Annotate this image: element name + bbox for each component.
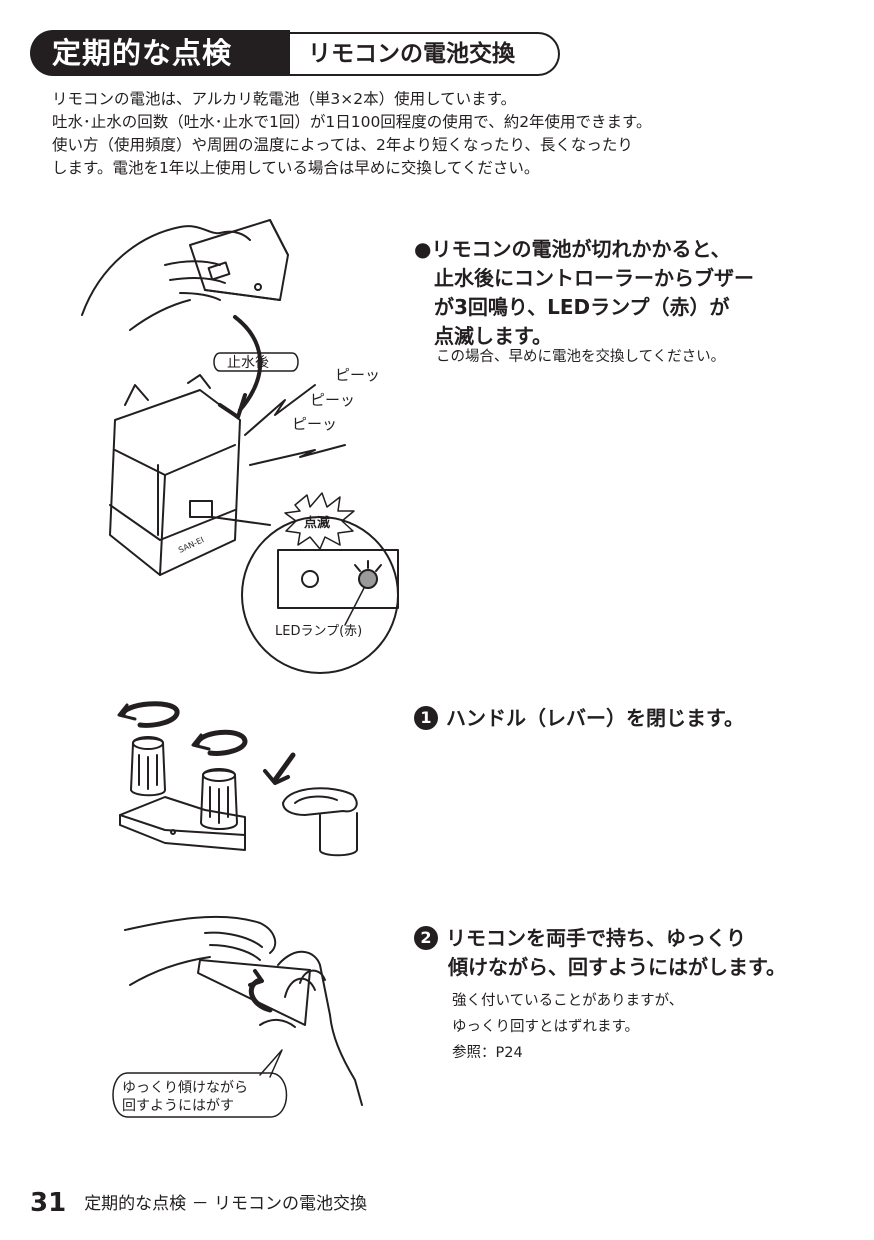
after-stop-label: 止水後 xyxy=(227,355,269,371)
step-2: 2 リモコンを両手で持ち、ゆっくり 傾けながら、回すようにはがします。 xyxy=(414,924,786,982)
step-1: 1 ハンドル（レバー）を閉じます。 xyxy=(414,704,744,733)
beep-text-3: ピーッ xyxy=(292,415,337,433)
warning-note: この場合、早めに電池を交換してください。 xyxy=(436,349,726,365)
step-text: ハンドル（レバー）を閉じます。 xyxy=(446,706,744,730)
step-number-badge: 1 xyxy=(414,706,438,730)
bubble-line: ゆっくり傾けながら xyxy=(122,1080,248,1096)
beep-text-1: ピーッ xyxy=(335,366,380,384)
section-header: 定期的な点検 リモコンの電池交換 xyxy=(30,30,560,76)
page-footer: 31 定期的な点検 － リモコンの電池交換 xyxy=(30,1188,367,1218)
led-lamp-label: LEDランプ(赤) xyxy=(275,624,362,639)
intro-line: リモコンの電池は、アルカリ乾電池（単3×2本）使用しています。 xyxy=(52,90,517,108)
reference-line: 参照：P24 xyxy=(452,1045,523,1061)
step-number-badge: 2 xyxy=(414,926,438,950)
topic-title: リモコンの電池交換 xyxy=(288,32,560,76)
remove-remote-illustration: ゆっくり傾けながら 回すようにはがす xyxy=(112,915,363,1118)
beep-text-2: ピーッ xyxy=(310,391,355,409)
intro-line: 吐水･止水の回数（吐水･止水で1回）が1日100回程度の使用で、約2年使用できま… xyxy=(52,113,652,131)
footer-title: 定期的な点検 － リモコンの電池交換 xyxy=(84,1194,367,1214)
warning-line: 点滅します。 xyxy=(434,324,552,348)
step-text: リモコンを両手で持ち、ゆっくり xyxy=(446,926,746,950)
warning-line: 止水後にコントローラーからブザー xyxy=(434,266,754,290)
remote-warning-illustration: 止水後 ピーッ ピーッ ピーッ 点滅 LEDランプ(赤) SAN-EI xyxy=(81,219,399,674)
warning-line: ●リモコンの電池が切れかかると、 xyxy=(414,237,731,261)
intro-line: します。電池を1年以上使用している場合は早めに交換してください。 xyxy=(52,159,540,177)
section-title: 定期的な点検 xyxy=(30,30,290,76)
battery-warning: ●リモコンの電池が切れかかると、 止水後にコントローラーからブザー が3回鳴り、… xyxy=(414,235,834,351)
note-line: ゆっくり回すとはずれます。 xyxy=(452,1019,640,1035)
faucet-illustration xyxy=(117,701,358,857)
note-line: 強く付いていることがありますが、 xyxy=(452,993,684,1009)
step-2-notes: 強く付いていることがありますが、 ゆっくり回すとはずれます。 参照：P24 xyxy=(452,988,683,1066)
page-number: 31 xyxy=(30,1188,67,1218)
intro-line: 使い方（使用頻度）や周囲の温度によっては、2年より短くなったり、長くなったり xyxy=(52,136,633,154)
brand-logo-text: SAN-EI xyxy=(177,535,205,555)
blink-label: 点滅 xyxy=(304,515,330,531)
intro-text: リモコンの電池は、アルカリ乾電池（単3×2本）使用しています。 吐水･止水の回数… xyxy=(52,88,812,180)
bubble-line: 回すようにはがす xyxy=(122,1098,234,1114)
step-text: 傾けながら、回すようにはがします。 xyxy=(448,955,786,979)
warning-line: が3回鳴り、LEDランプ（赤）が xyxy=(434,295,730,319)
